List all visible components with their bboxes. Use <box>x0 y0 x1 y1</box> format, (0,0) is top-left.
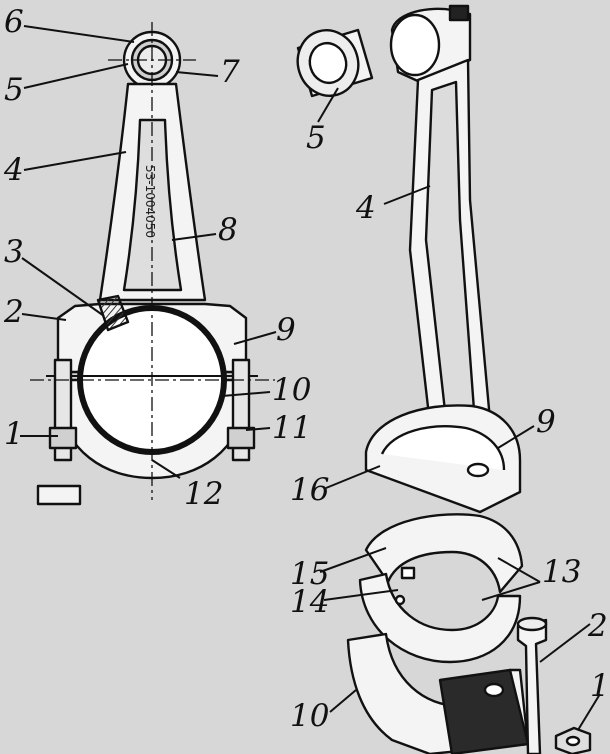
leader-lines <box>20 25 601 731</box>
callout-12: 12 <box>184 476 223 512</box>
callout-7: 7 <box>220 54 240 90</box>
callout-2-left: 2 <box>3 294 24 330</box>
callout-9-right: 9 <box>536 404 556 440</box>
callout-1-left: 1 <box>4 416 24 452</box>
bearing-shell-upper-iso <box>364 513 524 594</box>
connecting-rod-exploded-view <box>296 4 592 754</box>
part-number-stamp: 53-1004050 <box>143 165 157 238</box>
callout-13: 13 <box>542 554 581 590</box>
rod-big-end-bore <box>380 425 506 471</box>
callout-5-right: 5 <box>306 120 326 156</box>
oil-channel-section <box>96 294 130 332</box>
callout-10-right: 10 <box>290 698 329 734</box>
shell-locking-tab <box>400 566 416 580</box>
rod-small-end-bore <box>389 13 441 77</box>
shell-oil-hole <box>394 594 406 606</box>
callout-3: 3 <box>4 234 24 270</box>
loose-nut-hole <box>565 735 581 747</box>
callouts: 6 5 7 4 8 3 2 9 10 1 11 12 5 4 9 16 15 1… <box>3 4 610 734</box>
callout-6: 6 <box>4 4 24 40</box>
callout-10-left: 10 <box>272 372 311 408</box>
callout-5-left: 5 <box>4 72 24 108</box>
callout-1-right: 1 <box>590 668 610 704</box>
bolt-hole-upper <box>466 462 490 478</box>
locking-insert <box>36 484 82 506</box>
callout-11: 11 <box>272 410 311 446</box>
bearing-shell-lower-iso <box>358 572 522 664</box>
loose-bolt-head <box>516 616 548 632</box>
callout-4-left: 4 <box>3 152 24 188</box>
callout-4-right: 4 <box>355 190 376 226</box>
callout-15: 15 <box>290 556 329 592</box>
callout-14: 14 <box>290 584 329 620</box>
small-end-notch <box>448 4 470 22</box>
callout-9-left: 9 <box>276 312 296 348</box>
callout-8: 8 <box>218 212 238 248</box>
nut-right <box>226 426 256 450</box>
bushing-bore-end <box>308 41 348 85</box>
nut-left <box>48 426 78 450</box>
callout-2-right: 2 <box>587 608 608 644</box>
centerlines <box>30 22 275 500</box>
callout-16: 16 <box>290 472 329 508</box>
bolt-hole-lower <box>483 682 505 698</box>
